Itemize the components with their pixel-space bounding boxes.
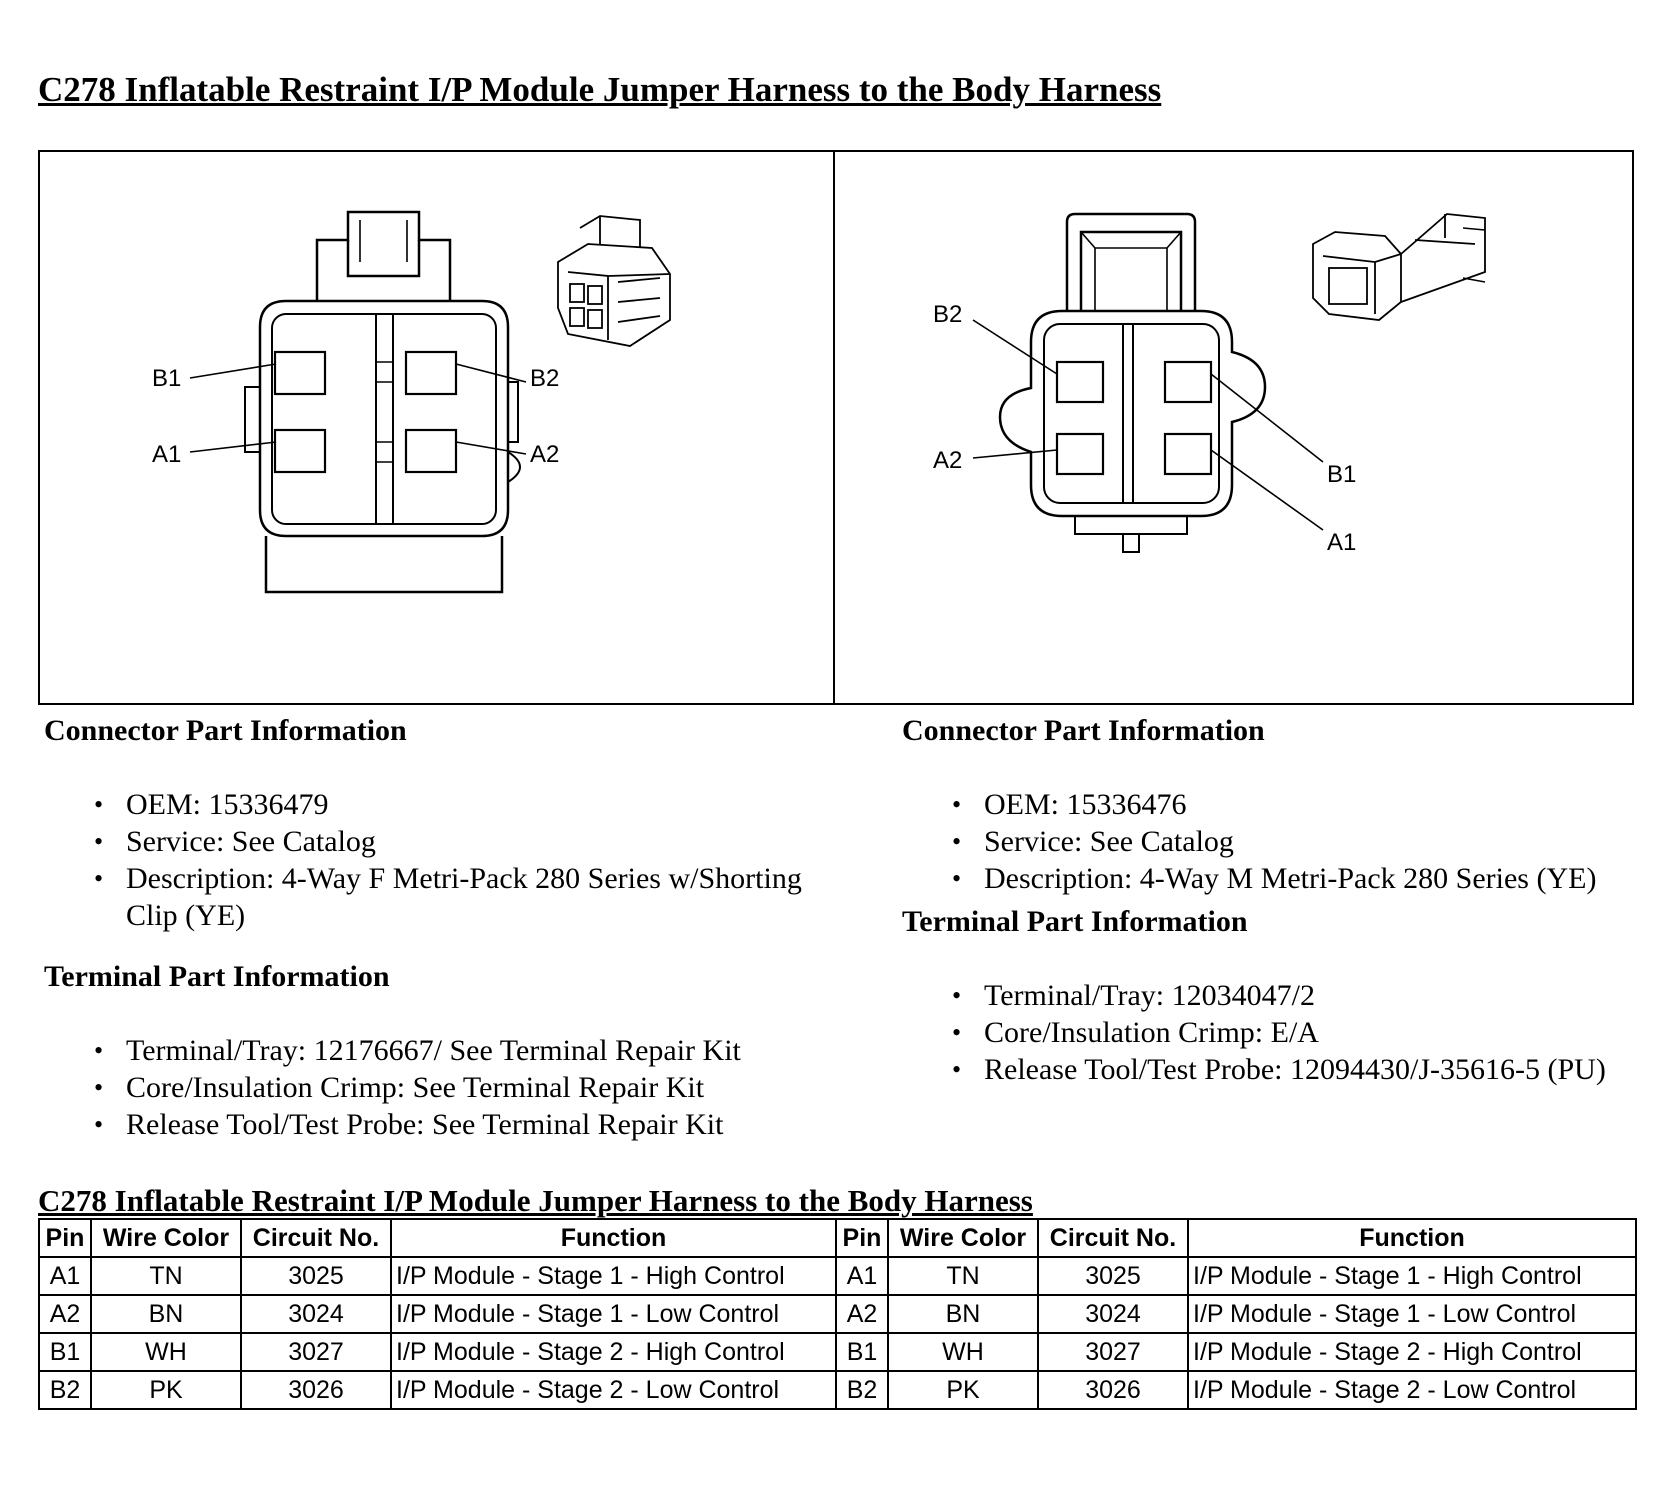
right-terminal-list: Terminal/Tray: 12034047/2 Core/Insulatio… bbox=[902, 977, 1630, 1088]
page-title: C278 Inflatable Restraint I/P Module Jum… bbox=[38, 70, 1162, 109]
table-row: A2 BN 3024 I/P Module - Stage 1 - Low Co… bbox=[38, 1294, 1637, 1334]
table-cell: A1 bbox=[835, 1256, 889, 1296]
list-item: Description: 4-Way M Metri-Pack 280 Seri… bbox=[902, 860, 1630, 897]
left-connector-heading: Connector Part Information bbox=[44, 714, 407, 747]
right-terminal-heading: Terminal Part Information bbox=[902, 905, 1248, 938]
left-part-info: Connector Part Information OEM: 15336479… bbox=[44, 714, 834, 1143]
table-cell: TN bbox=[887, 1256, 1039, 1296]
left-cavity-b2 bbox=[404, 350, 458, 396]
pinout-table: Pin Wire Color Circuit No. Function Pin … bbox=[38, 1218, 1637, 1410]
column-header: Wire Color bbox=[887, 1218, 1039, 1258]
table-cell: A1 bbox=[38, 1256, 92, 1296]
right-connector-body bbox=[998, 309, 1267, 518]
table-cell: BN bbox=[90, 1294, 242, 1334]
column-header: Wire Color bbox=[90, 1218, 242, 1258]
right-label-b1: B1 bbox=[1327, 461, 1356, 488]
left-terminal-heading: Terminal Part Information bbox=[44, 960, 390, 993]
table-cell: I/P Module - Stage 2 - High Control bbox=[390, 1332, 837, 1372]
list-item: Service: See Catalog bbox=[902, 823, 1630, 860]
table-cell: 3026 bbox=[240, 1370, 392, 1410]
table-cell: 3027 bbox=[240, 1332, 392, 1372]
table-cell: I/P Module - Stage 1 - Low Control bbox=[1187, 1294, 1637, 1334]
column-header: Circuit No. bbox=[240, 1218, 392, 1258]
list-item: OEM: 15336476 bbox=[902, 786, 1630, 823]
table-cell: I/P Module - Stage 2 - Low Control bbox=[390, 1370, 837, 1410]
right-part-info: Connector Part Information OEM: 15336476… bbox=[902, 714, 1630, 1088]
column-header: Circuit No. bbox=[1037, 1218, 1189, 1258]
right-label-b2: B2 bbox=[933, 301, 962, 328]
table-cell: B1 bbox=[835, 1332, 889, 1372]
table-cell: I/P Module - Stage 1 - High Control bbox=[390, 1256, 837, 1296]
table-cell: B1 bbox=[38, 1332, 92, 1372]
list-item: OEM: 15336479 bbox=[44, 786, 834, 823]
column-header: Pin bbox=[38, 1218, 92, 1258]
table-cell: B2 bbox=[835, 1370, 889, 1410]
table-cell: I/P Module - Stage 1 - Low Control bbox=[390, 1294, 837, 1334]
table-cell: I/P Module - Stage 2 - Low Control bbox=[1187, 1370, 1637, 1410]
left-connector-skirt bbox=[264, 536, 504, 594]
right-cavity-a2 bbox=[1055, 432, 1105, 476]
left-label-b2: B2 bbox=[530, 365, 559, 392]
left-label-a2: A2 bbox=[530, 441, 559, 468]
table-cell: 3024 bbox=[240, 1294, 392, 1334]
table-header-row: Pin Wire Color Circuit No. Function Pin … bbox=[38, 1218, 1637, 1258]
table-cell: PK bbox=[90, 1370, 242, 1410]
column-header: Function bbox=[390, 1218, 837, 1258]
table-cell: 3025 bbox=[1037, 1256, 1189, 1296]
table-cell: WH bbox=[90, 1332, 242, 1372]
left-connector-body bbox=[258, 299, 510, 538]
right-label-a1: A1 bbox=[1327, 529, 1356, 556]
table-cell: A2 bbox=[38, 1294, 92, 1334]
list-item: Core/Insulation Crimp: E/A bbox=[902, 1014, 1630, 1051]
left-connector-diagram: B1 B2 A1 A2 bbox=[152, 210, 671, 594]
table-cell: BN bbox=[887, 1294, 1039, 1334]
table-cell: TN bbox=[90, 1256, 242, 1296]
right-connector-heading: Connector Part Information bbox=[902, 714, 1265, 747]
table-cell: B2 bbox=[38, 1370, 92, 1410]
table-row: B2 PK 3026 I/P Module - Stage 2 - Low Co… bbox=[38, 1370, 1637, 1410]
table-row: B1 WH 3027 I/P Module - Stage 2 - High C… bbox=[38, 1332, 1637, 1372]
right-connector-isometric-view bbox=[1312, 213, 1486, 321]
left-connector-latch bbox=[315, 210, 452, 301]
left-cavity-a1 bbox=[273, 428, 327, 474]
left-connector-isometric-view bbox=[557, 215, 671, 347]
left-label-b1: B1 bbox=[152, 365, 181, 392]
column-header: Function bbox=[1187, 1218, 1637, 1258]
list-item: Terminal/Tray: 12034047/2 bbox=[902, 977, 1630, 1014]
left-connector-list: OEM: 15336479 Service: See Catalog Descr… bbox=[44, 786, 834, 934]
table-cell: PK bbox=[887, 1370, 1039, 1410]
table-cell: 3024 bbox=[1037, 1294, 1189, 1334]
list-item: Release Tool/Test Probe: See Terminal Re… bbox=[44, 1106, 834, 1143]
table-cell: A2 bbox=[835, 1294, 889, 1334]
right-cavity-b1 bbox=[1163, 360, 1213, 404]
connector-diagram-frame bbox=[38, 150, 1634, 705]
list-item: Release Tool/Test Probe: 12094430/J-3561… bbox=[902, 1051, 1630, 1088]
right-cavity-b2 bbox=[1055, 360, 1105, 404]
table-cell: 3025 bbox=[240, 1256, 392, 1296]
left-label-a1: A1 bbox=[152, 441, 181, 468]
table-cell: 3026 bbox=[1037, 1370, 1189, 1410]
table-cell: WH bbox=[887, 1332, 1039, 1372]
right-connector-list: OEM: 15336476 Service: See Catalog Descr… bbox=[902, 786, 1630, 897]
table-title: C278 Inflatable Restraint I/P Module Jum… bbox=[38, 1183, 1033, 1218]
right-connector-latch bbox=[1065, 212, 1197, 311]
list-item: Terminal/Tray: 12176667/ See Terminal Re… bbox=[44, 1032, 834, 1069]
table-cell: 3027 bbox=[1037, 1332, 1189, 1372]
list-item: Description: 4-Way F Metri-Pack 280 Seri… bbox=[44, 860, 834, 934]
list-item: Service: See Catalog bbox=[44, 823, 834, 860]
left-terminal-list: Terminal/Tray: 12176667/ See Terminal Re… bbox=[44, 1032, 834, 1143]
diagram-divider bbox=[833, 150, 835, 705]
column-header: Pin bbox=[835, 1218, 889, 1258]
list-item: Core/Insulation Crimp: See Terminal Repa… bbox=[44, 1069, 834, 1106]
table-cell: I/P Module - Stage 2 - High Control bbox=[1187, 1332, 1637, 1372]
right-connector-diagram: B2 A2 B1 A1 bbox=[933, 212, 1486, 556]
right-label-a2: A2 bbox=[933, 447, 962, 474]
table-row: A1 TN 3025 I/P Module - Stage 1 - High C… bbox=[38, 1256, 1637, 1296]
left-cavity-b1 bbox=[273, 350, 327, 396]
table-cell: I/P Module - Stage 1 - High Control bbox=[1187, 1256, 1637, 1296]
right-cavity-a1 bbox=[1163, 432, 1213, 476]
left-cavity-a2 bbox=[404, 428, 458, 474]
